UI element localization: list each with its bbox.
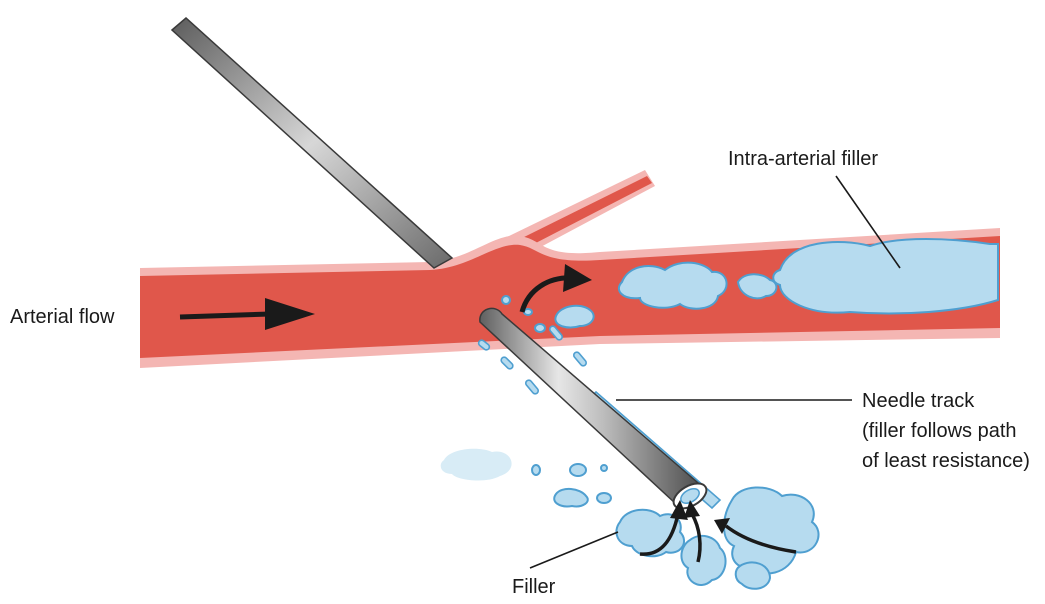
leader-filler xyxy=(530,532,618,568)
label-needle-track-2: (filler follows path xyxy=(862,418,1017,444)
label-arterial-flow: Arterial flow xyxy=(10,304,114,330)
extravascular-filler xyxy=(441,449,819,589)
label-needle-track-1: Needle track xyxy=(862,388,974,414)
upper-needle xyxy=(172,18,452,268)
label-needle-track-3: of least resistance) xyxy=(862,448,1030,474)
label-intra-arterial-filler: Intra-arterial filler xyxy=(728,146,878,172)
label-filler: Filler xyxy=(512,574,555,600)
leader-lines xyxy=(530,176,900,568)
